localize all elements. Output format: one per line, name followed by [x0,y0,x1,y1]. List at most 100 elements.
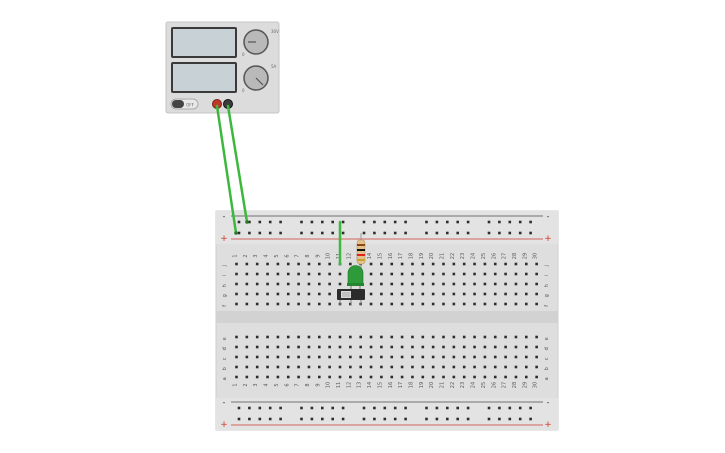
terminal-hole[interactable] [328,272,331,276]
terminal-hole[interactable] [276,292,280,296]
rail-hole[interactable] [258,406,262,410]
rail-hole[interactable] [383,406,387,410]
terminal-hole[interactable] [525,282,528,286]
rail-hole[interactable] [331,406,334,410]
terminal-hole[interactable] [369,272,373,276]
terminal-hole[interactable] [297,302,300,306]
terminal-hole[interactable] [318,292,321,296]
rail-hole[interactable] [268,417,272,421]
rail-hole[interactable] [404,220,407,224]
terminal-hole[interactable] [359,335,362,339]
terminal-hole[interactable] [452,302,456,306]
terminal-hole[interactable] [235,335,238,339]
terminal-hole[interactable] [411,292,414,296]
terminal-hole[interactable] [462,355,466,359]
terminal-hole[interactable] [276,282,280,286]
terminal-hole[interactable] [255,375,259,379]
terminal-hole[interactable] [493,375,497,379]
terminal-hole[interactable] [411,345,414,349]
rail-hole[interactable] [237,417,241,421]
rail-hole[interactable] [393,220,397,224]
terminal-hole[interactable] [297,355,300,359]
terminal-hole[interactable] [318,272,321,276]
terminal-hole[interactable] [452,272,456,276]
terminal-hole[interactable] [380,345,383,349]
terminal-hole[interactable] [390,282,394,286]
terminal-hole[interactable] [297,292,300,296]
terminal-hole[interactable] [369,345,373,349]
terminal-hole[interactable] [286,302,290,306]
terminal-hole[interactable] [421,345,425,349]
terminal-hole[interactable] [349,345,352,349]
terminal-hole[interactable] [483,355,487,359]
terminal-hole[interactable] [442,375,445,379]
terminal-hole[interactable] [390,262,394,266]
terminal-hole[interactable] [452,355,456,359]
terminal-hole[interactable] [369,365,373,369]
rail-hole[interactable] [446,220,449,224]
terminal-hole[interactable] [276,345,280,349]
terminal-hole[interactable] [266,262,269,266]
rail-hole[interactable] [373,406,376,410]
terminal-hole[interactable] [473,375,476,379]
rail-hole[interactable] [393,417,397,421]
terminal-hole[interactable] [504,355,507,359]
rail-hole[interactable] [300,231,303,235]
terminal-hole[interactable] [266,335,269,339]
positive-wire[interactable] [215,104,238,235]
terminal-hole[interactable] [338,272,342,276]
terminal-hole[interactable] [421,262,425,266]
rail-hole[interactable] [341,220,345,224]
terminal-hole[interactable] [380,335,383,339]
terminal-hole[interactable] [483,272,487,276]
rail-hole[interactable] [237,231,241,235]
terminal-hole[interactable] [235,282,238,286]
rail-hole[interactable] [310,417,314,421]
terminal-hole[interactable] [504,302,507,306]
terminal-hole[interactable] [493,292,497,296]
terminal-hole[interactable] [525,335,528,339]
terminal-hole[interactable] [452,292,456,296]
terminal-hole[interactable] [535,365,538,369]
terminal-hole[interactable] [297,262,300,266]
rail-hole[interactable] [404,417,407,421]
terminal-hole[interactable] [318,345,321,349]
terminal-hole[interactable] [235,355,238,359]
terminal-hole[interactable] [338,375,342,379]
rail-hole[interactable] [310,220,314,224]
terminal-hole[interactable] [462,365,466,369]
terminal-hole[interactable] [493,272,497,276]
rail-hole[interactable] [310,406,314,410]
terminal-hole[interactable] [452,375,456,379]
terminal-hole[interactable] [245,272,249,276]
rail-hole[interactable] [518,231,522,235]
terminal-hole[interactable] [462,272,466,276]
terminal-hole[interactable] [286,345,290,349]
terminal-hole[interactable] [245,302,249,306]
rail-hole[interactable] [300,417,303,421]
terminal-hole[interactable] [318,302,321,306]
terminal-hole[interactable] [504,292,507,296]
resistor[interactable] [356,233,366,270]
terminal-hole[interactable] [431,302,435,306]
terminal-hole[interactable] [411,302,414,306]
terminal-hole[interactable] [235,302,238,306]
terminal-hole[interactable] [462,282,466,286]
terminal-hole[interactable] [473,365,476,369]
terminal-hole[interactable] [318,355,321,359]
rail-hole[interactable] [362,220,366,224]
terminal-hole[interactable] [359,345,362,349]
terminal-hole[interactable] [245,335,249,339]
terminal-hole[interactable] [483,365,487,369]
terminal-hole[interactable] [431,355,435,359]
terminal-hole[interactable] [286,292,290,296]
terminal-hole[interactable] [452,282,456,286]
terminal-hole[interactable] [380,272,383,276]
terminal-hole[interactable] [411,355,414,359]
rail-hole[interactable] [487,406,491,410]
terminal-hole[interactable] [442,262,445,266]
rail-hole[interactable] [300,220,303,224]
terminal-hole[interactable] [421,365,425,369]
rail-hole[interactable] [279,406,282,410]
terminal-hole[interactable] [400,292,404,296]
